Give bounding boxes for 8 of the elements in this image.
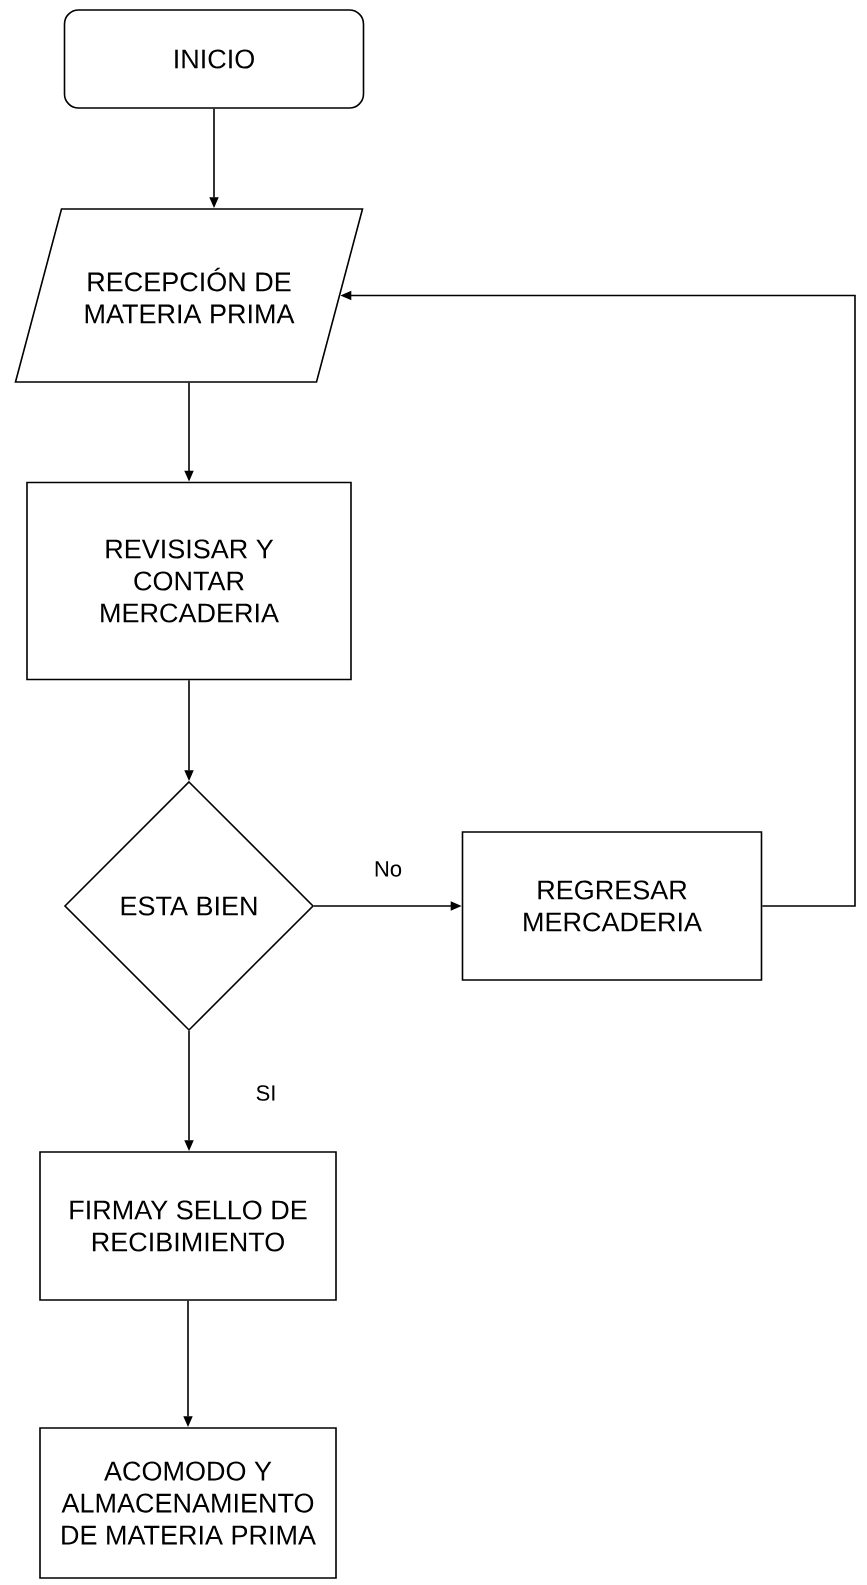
start-terminal: INICIO — [63, 9, 365, 109]
process-box: REGRESAR MERCADERIA — [461, 831, 763, 981]
process-box: REVISISAR Y CONTAR MERCADERIA — [26, 481, 352, 681]
process-box: FIRMAY SELLO DE RECIBIMIENTO — [39, 1151, 337, 1301]
input-parallelogram: RECEPCIÓN DE MATERIA PRIMA — [14, 208, 364, 383]
process-box: ACOMODO Y ALMACENAMIENTO DE MATERIA PRIMA — [39, 1427, 337, 1579]
edge-label: No — [375, 861, 402, 877]
edge-label: SI — [256, 1085, 275, 1101]
